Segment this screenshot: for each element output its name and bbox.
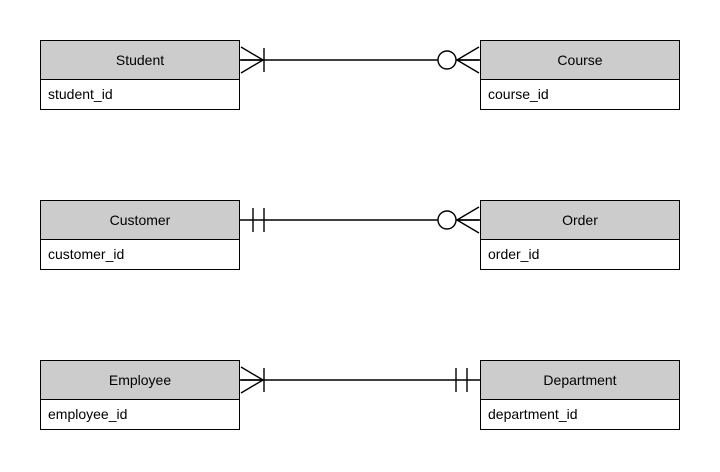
connector-student-course (240, 46, 480, 74)
connector-employee-department (240, 366, 480, 394)
entity-attribute: course_id (481, 80, 679, 109)
cardinality-left-one-or-many (240, 366, 265, 394)
entity-order[interactable]: Order order_id (480, 200, 680, 270)
cardinality-left-exactly-one (252, 208, 265, 232)
entity-customer[interactable]: Customer customer_id (40, 200, 240, 270)
entity-title: Order (481, 201, 679, 240)
connector-customer-order (240, 206, 480, 234)
cardinality-right-zero-or-many (437, 206, 480, 234)
cardinality-circle-zero (437, 210, 457, 230)
entity-attribute: department_id (481, 400, 679, 429)
cardinality-left-one-or-many (240, 46, 265, 74)
crows-foot-prong-lower (456, 219, 480, 234)
entity-title: Department (481, 361, 679, 400)
entity-title: Student (41, 41, 239, 80)
cardinality-right-zero-or-many (437, 46, 480, 74)
entity-department[interactable]: Department department_id (480, 360, 680, 430)
crows-foot-prong-upper (240, 46, 264, 61)
cardinality-right-exactly-one (455, 368, 468, 392)
entity-attribute: order_id (481, 240, 679, 269)
entity-title: Employee (41, 361, 239, 400)
entity-attribute: student_id (41, 80, 239, 109)
crows-foot-prong-upper (456, 206, 480, 221)
entity-student[interactable]: Student student_id (40, 40, 240, 110)
entity-title: Customer (41, 201, 239, 240)
cardinality-circle-zero (437, 50, 457, 70)
crows-foot-prong-lower (240, 379, 264, 394)
entity-course[interactable]: Course course_id (480, 40, 680, 110)
entity-title: Course (481, 41, 679, 80)
entity-employee[interactable]: Employee employee_id (40, 360, 240, 430)
entity-attribute: employee_id (41, 400, 239, 429)
crows-foot-prong-upper (456, 46, 480, 61)
crows-foot-prong-lower (240, 59, 264, 74)
entity-attribute: customer_id (41, 240, 239, 269)
crows-foot-prong-lower (456, 59, 480, 74)
crows-foot-prong-upper (240, 366, 264, 381)
